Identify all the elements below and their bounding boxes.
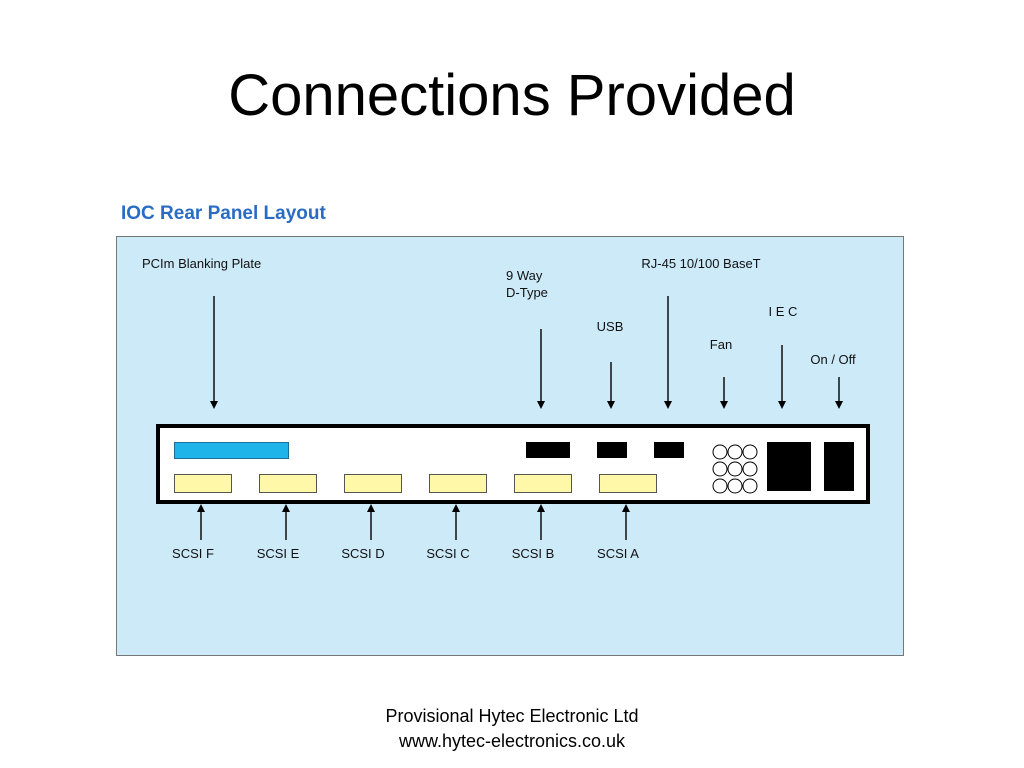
label-rj45: RJ-45 10/100 BaseT <box>641 256 761 271</box>
scsi-f-port <box>174 474 232 493</box>
label-dtype-line1: 9 Way <box>506 268 543 283</box>
on-off-switch <box>824 442 854 491</box>
rj45-port <box>654 442 684 458</box>
label-scsi-e: SCSI E <box>256 546 300 561</box>
label-scsi-f: SCSI F <box>172 546 214 561</box>
scsi-a-port <box>599 474 657 493</box>
label-scsi-d: SCSI D <box>341 546 385 561</box>
diagram-heading: IOC Rear Panel Layout <box>121 203 326 224</box>
label-fan: Fan <box>709 337 733 352</box>
label-dtype-line2: D-Type <box>506 285 548 300</box>
label-pcim-blanking-plate: PCIm Blanking Plate <box>142 256 262 271</box>
fan-grille-icon <box>712 443 760 495</box>
scsi-d-port <box>344 474 402 493</box>
label-scsi-c: SCSI C <box>426 546 470 561</box>
label-scsi-b: SCSI B <box>511 546 555 561</box>
scsi-e-port <box>259 474 317 493</box>
scsi-c-port <box>429 474 487 493</box>
dtype-port <box>526 442 570 458</box>
usb-port <box>597 442 627 458</box>
label-scsi-a: SCSI A <box>597 546 639 561</box>
rear-panel <box>156 424 870 504</box>
label-usb: USB <box>596 319 624 334</box>
scsi-b-port <box>514 474 572 493</box>
label-iec: I E C <box>768 304 798 319</box>
slide-title: Connections Provided <box>228 63 796 128</box>
iec-power-inlet <box>767 442 811 491</box>
pcim-blanking-plate <box>174 442 289 459</box>
footer-company: Provisional Hytec Electronic Ltd <box>385 706 639 726</box>
label-on-off: On / Off <box>810 352 856 367</box>
footer-url: www.hytec-electronics.co.uk <box>398 731 626 751</box>
